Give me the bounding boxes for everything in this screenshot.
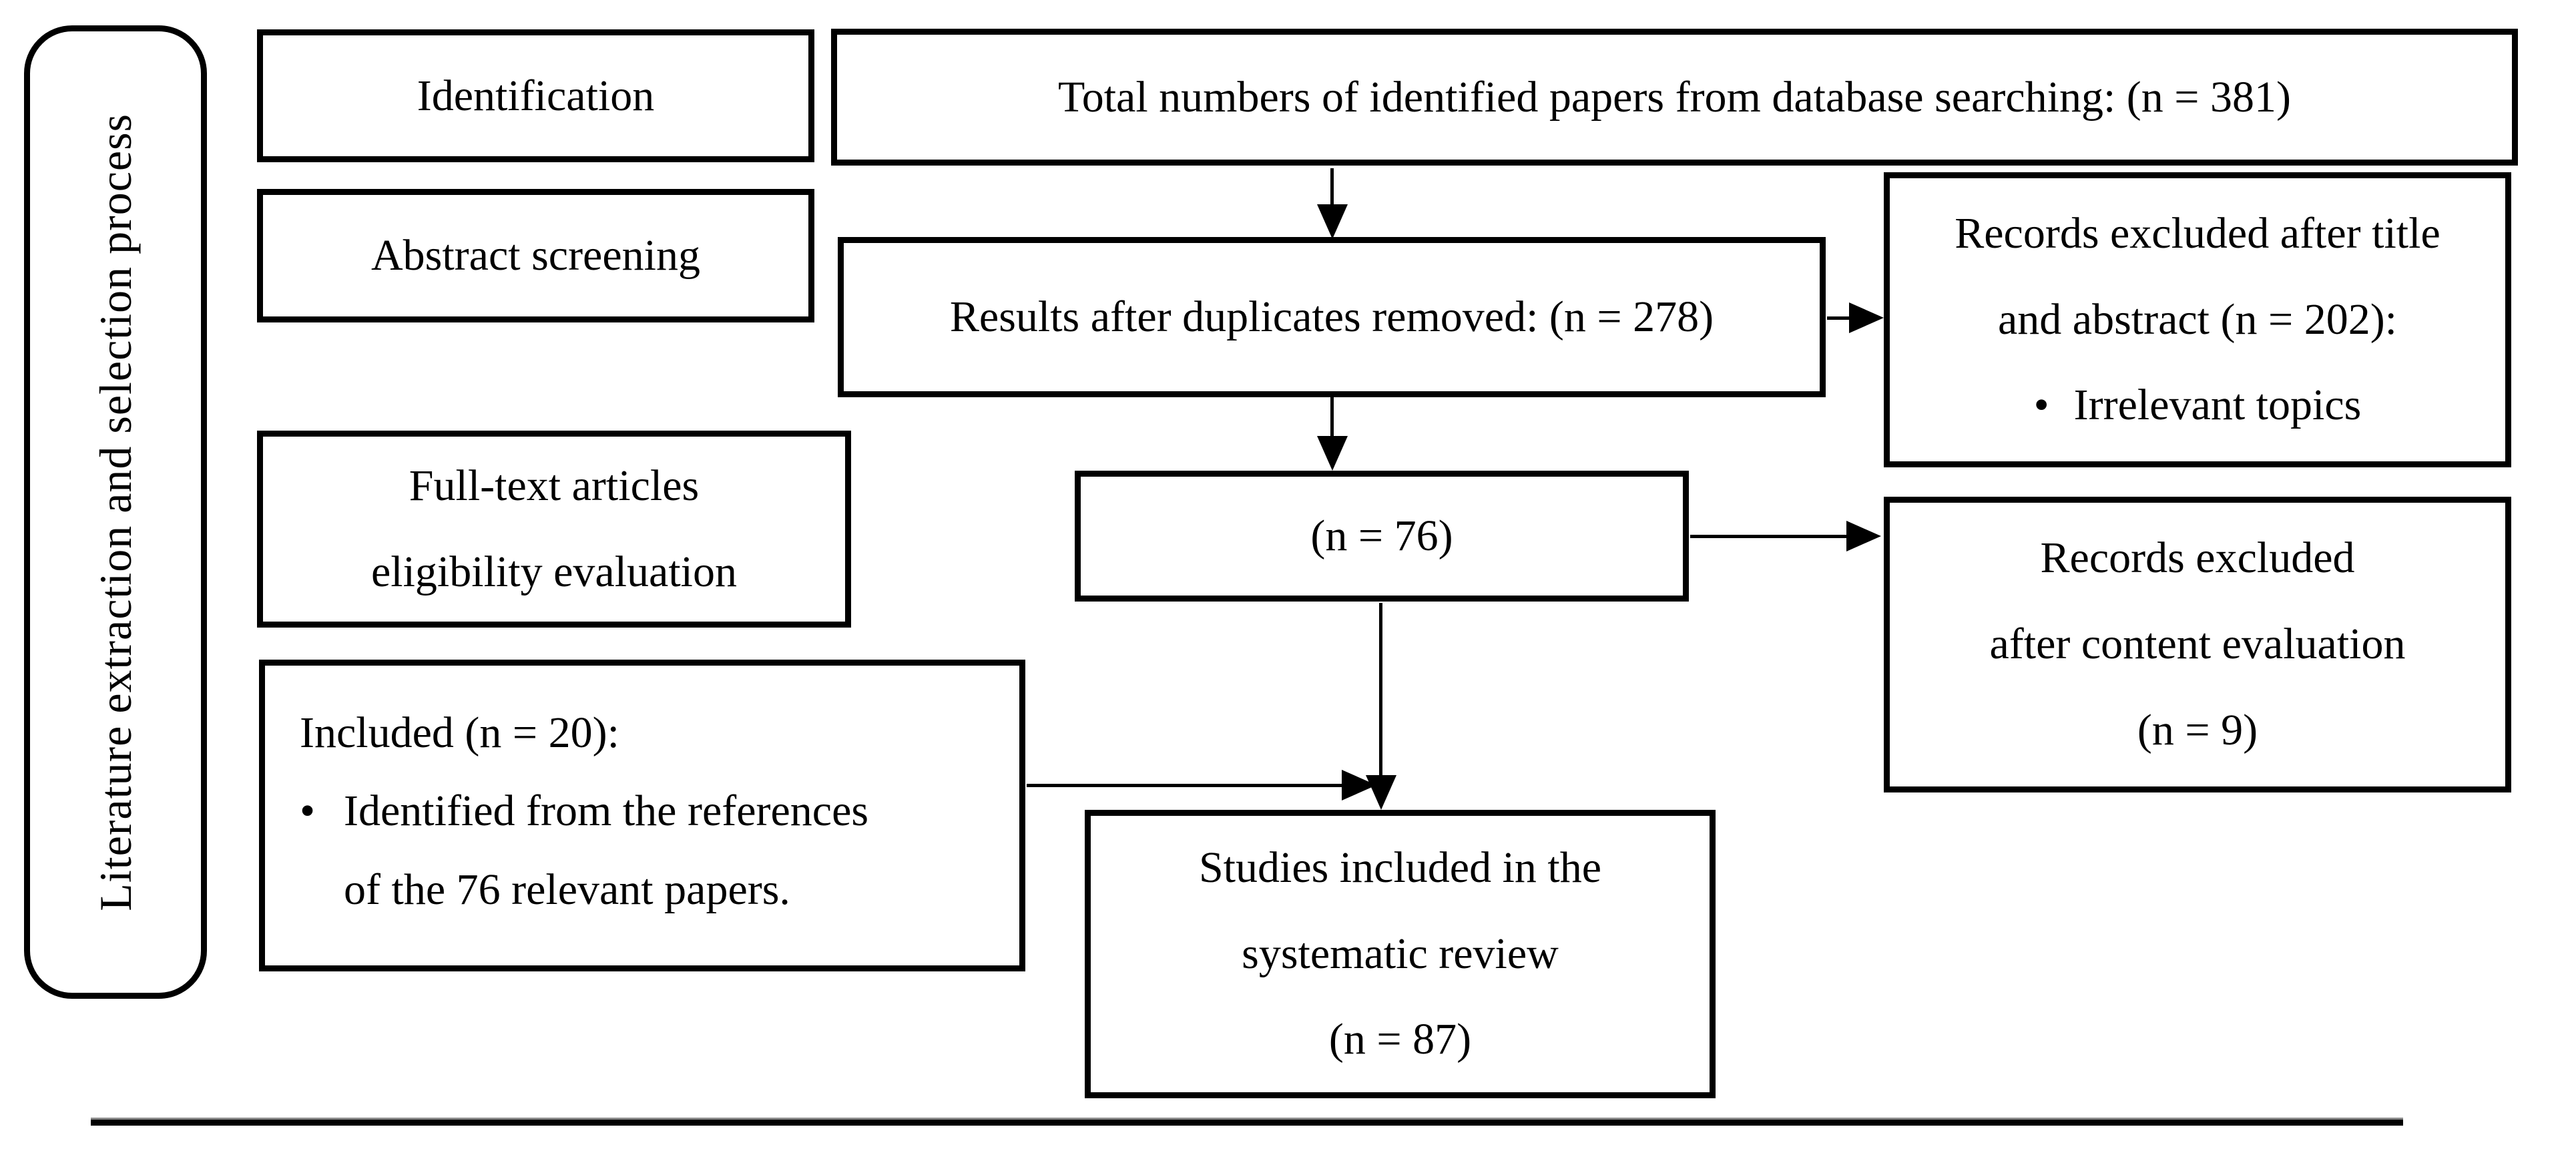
arrow-total-to-results-head [1317,204,1348,239]
flow-box-n76: (n = 76) [1075,471,1689,602]
arrow-included-to-flow-line [1027,784,1346,787]
included-bullet-row: • Identified from the references of the … [300,772,993,929]
arrow-n76-to-studies-line [1379,603,1382,778]
flow-box-text-line: Records excluded after title [1955,208,2440,258]
process-sidebar: Literature extraction and selection proc… [24,25,207,999]
arrow-results-to-excluded-title-head [1849,302,1884,333]
arrow-results-to-n76-line [1330,397,1334,440]
flow-box-duplicates-removed: Results after duplicates removed: (n = 2… [838,237,1826,397]
stage-box-abstract-screening: Abstract screening [257,189,814,322]
bullet-icon: • [300,786,316,836]
flow-box-text-line: after content evaluation [1989,620,2406,669]
flow-box-text-line: (n = 87) [1328,1015,1472,1064]
flow-box-excluded-title-abstract: Records excluded after title and abstrac… [1884,172,2511,467]
included-heading: Included (n = 20): [300,708,619,757]
flow-box-text-line: (n = 9) [2137,705,2258,754]
stage-box-identification: Identification [257,29,814,162]
flow-box-included-references: Included (n = 20): • Identified from the… [259,660,1025,971]
bullet-text-line: Identified from the references [344,786,869,836]
flow-box-text-line: systematic review [1242,929,1559,978]
sidebar-label: Literature extraction and selection proc… [89,113,141,911]
flow-box-text: (n = 76) [1310,511,1453,561]
flow-box-bullet-line: • Irrelevant topics [2034,363,2362,449]
bullet-text: Identified from the references of the 76… [341,772,993,929]
bullet-text: Irrelevant topics [2073,381,2362,430]
bullet-icon: • [2033,381,2049,430]
arrow-results-to-excluded-title-line [1827,316,1859,320]
stage-label-line: eligibility evaluation [370,547,738,596]
flow-box-total-identified: Total numbers of identified papers from … [831,29,2518,166]
stage-box-fulltext-eligibility: Full-text articles eligibility evaluatio… [257,431,851,628]
arrow-included-to-flow-head [1342,770,1376,800]
flow-box-text: Results after duplicates removed: (n = 2… [949,292,1714,342]
flow-box-content: Included (n = 20): • Identified from the… [300,694,993,929]
flow-box-text-line: Records excluded [2040,533,2355,583]
stage-label-line: Full-text articles [409,461,700,510]
flow-box-studies-included: Studies included in the systematic revie… [1085,810,1716,1098]
flow-box-text: Total numbers of identified papers from … [1057,72,2291,122]
stage-label: Identification [417,71,655,120]
arrow-results-to-n76-head [1317,436,1348,471]
flow-box-text-line: Studies included in the [1198,843,1602,892]
arrow-total-to-results-line [1330,168,1334,208]
bottom-divider-line [91,1118,2403,1126]
bullet-text-line: of the 76 relevant papers. [344,865,790,914]
arrow-n76-to-excluded-content-line [1690,535,1854,538]
stage-label: Abstract screening [371,231,700,280]
flow-box-text-line: and abstract (n = 202): [1997,294,2398,344]
flow-box-excluded-content: Records excluded after content evaluatio… [1884,497,2511,792]
arrow-n76-to-excluded-content-head [1846,521,1881,551]
